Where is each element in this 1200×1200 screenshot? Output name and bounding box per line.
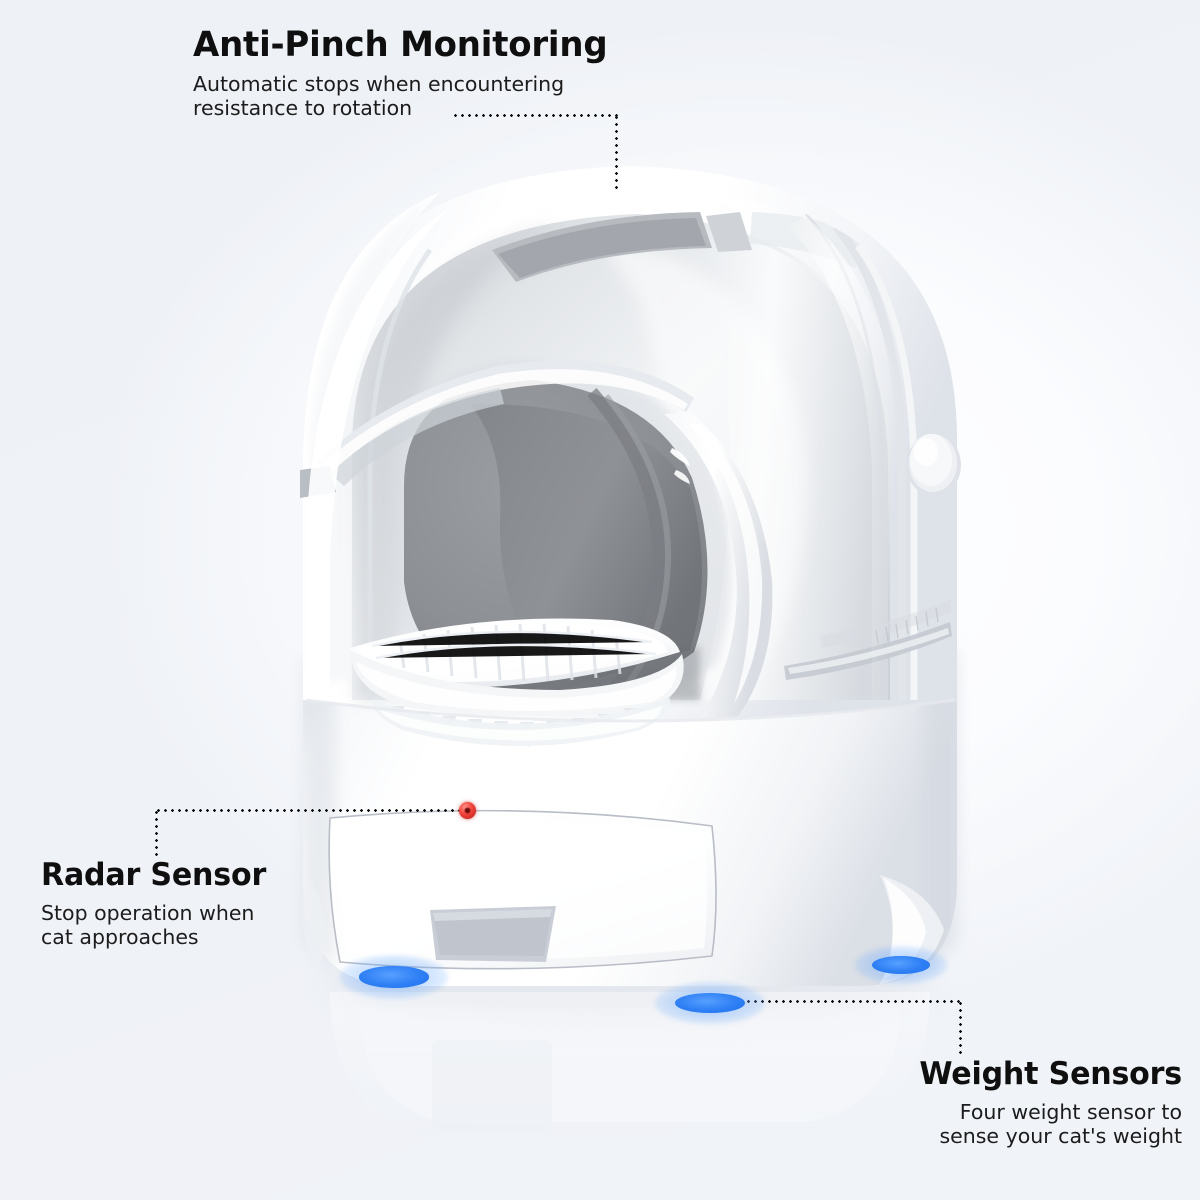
- entry-chamber: [300, 360, 773, 720]
- opening-rim: [664, 412, 773, 720]
- callout-anti-pinch-subtitle-line1: Automatic stops when encountering: [193, 72, 565, 96]
- callout-radar-sensor-subtitle-line1: Stop operation when: [41, 901, 255, 925]
- callout-weight-sensors-subtitle: Four weight sensor to sense your cat's w…: [911, 1100, 1182, 1148]
- shell-gloss: [788, 216, 906, 700]
- callout-radar-sensor-subtitle: Stop operation when cat approaches: [41, 901, 273, 949]
- shell-left-highlight: [306, 206, 452, 700]
- callout-radar-sensor: Radar Sensor Stop operation when cat app…: [41, 857, 273, 950]
- callout-radar-sensor-title: Radar Sensor: [41, 857, 267, 893]
- body-seam: [305, 698, 957, 723]
- callout-weight-sensors-subtitle-line2: sense your cat's weight: [939, 1124, 1182, 1149]
- leader-line-weight-vertical: [959, 1000, 962, 1058]
- side-power-button[interactable]: [907, 433, 961, 497]
- waste-drawer[interactable]: [328, 809, 717, 970]
- weight-sensor-pad-right: [855, 946, 947, 984]
- leader-line-radar-vertical: [155, 809, 158, 857]
- callout-anti-pinch-title: Anti-Pinch Monitoring: [193, 25, 608, 65]
- floor-reflection: [330, 992, 930, 1135]
- leader-line-antipinch-horizontal: [452, 114, 618, 117]
- callout-weight-sensors: Weight Sensors Four weight sensor to sen…: [911, 1056, 1182, 1149]
- weight-sensor-pad-center: [655, 982, 765, 1024]
- callout-anti-pinch: Anti-Pinch Monitoring Automatic stops wh…: [193, 25, 620, 121]
- callout-weight-sensors-subtitle-line1: Four weight sensor to: [959, 1100, 1182, 1124]
- callout-radar-sensor-subtitle-line2: cat approaches: [41, 925, 199, 950]
- radar-sensor-led: [459, 802, 476, 819]
- weight-sensor-pad-left: [340, 955, 448, 999]
- callout-anti-pinch-subtitle-line2: resistance to rotation: [193, 96, 413, 121]
- grated-step: [350, 618, 684, 748]
- callout-weight-sensors-title: Weight Sensors: [919, 1056, 1182, 1092]
- leader-line-radar-horizontal: [155, 809, 465, 812]
- callout-anti-pinch-subtitle: Automatic stops when encountering resist…: [193, 72, 620, 120]
- leader-line-antipinch-vertical: [615, 114, 618, 192]
- leader-line-weight-horizontal: [696, 1000, 962, 1003]
